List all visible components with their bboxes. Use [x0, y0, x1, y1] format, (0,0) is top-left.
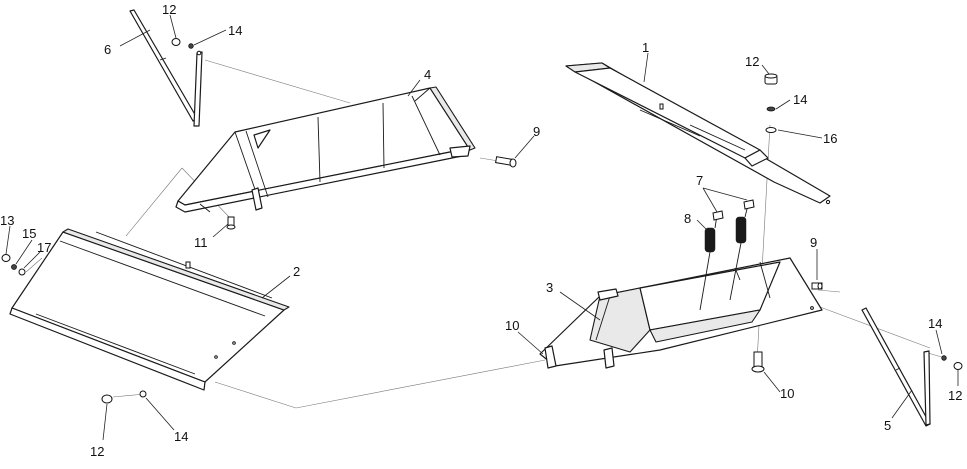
washer-16 — [765, 127, 777, 133]
callout-17: 17 — [37, 240, 51, 255]
callout-3: 3 — [546, 280, 553, 295]
part-6-link — [129, 9, 203, 127]
callout-labels: 6 12 14 4 9 11 13 15 17 2 12 14 1 12 14 … — [0, 2, 962, 459]
callout-12-bottom-left: 12 — [90, 444, 104, 459]
callout-10-lower: 10 — [780, 386, 794, 401]
washer-14-top-left — [188, 43, 194, 49]
springs — [699, 204, 749, 311]
callout-16: 16 — [823, 131, 837, 146]
callout-14-top-left: 14 — [228, 23, 242, 38]
callout-4: 4 — [424, 67, 431, 82]
callout-10-left: 10 — [505, 318, 519, 333]
part-5-link — [861, 307, 931, 427]
callout-14-bottom-right: 14 — [928, 316, 942, 331]
nut-12-bottom-left — [101, 394, 113, 404]
callout-14-top-right: 14 — [793, 92, 807, 107]
callout-1: 1 — [642, 40, 649, 55]
nut-12-bottom-right — [953, 362, 963, 370]
washer-15 — [11, 264, 17, 270]
part-4-frame — [175, 86, 476, 213]
washer-14-bottom-right — [941, 355, 947, 361]
part-2-panel — [9, 228, 290, 391]
part-1-channel — [565, 62, 831, 205]
nut-13 — [1, 254, 11, 262]
washer-14-bottom-left — [139, 390, 147, 398]
callout-12-top-left: 12 — [162, 2, 176, 17]
callout-9-lower: 9 — [810, 235, 817, 250]
bolt-11 — [226, 216, 236, 230]
nut-12-top-left — [171, 38, 181, 46]
callout-12-top-right: 12 — [745, 54, 759, 69]
bolt-10-lower — [751, 351, 765, 373]
hook-7-left — [712, 210, 724, 221]
leader-lines — [5, 14, 959, 441]
washer-17 — [18, 268, 26, 276]
callout-15: 15 — [22, 226, 36, 241]
callout-12-bottom-right: 12 — [948, 388, 962, 403]
callout-8: 8 — [684, 211, 691, 226]
callout-7: 7 — [696, 173, 703, 188]
bolt-9-lower — [811, 282, 823, 290]
hook-7-right — [743, 199, 755, 210]
nut-12-top-right — [764, 73, 778, 85]
hardware — [1, 38, 963, 404]
spring-right — [729, 204, 749, 301]
callout-14-bottom-left: 14 — [174, 429, 188, 444]
callout-9-upper: 9 — [533, 124, 540, 139]
spring-left — [699, 214, 718, 311]
callout-6: 6 — [104, 42, 111, 57]
bolt-9-upper — [495, 156, 517, 168]
callout-5: 5 — [884, 418, 891, 433]
callout-11: 11 — [194, 235, 208, 250]
callout-2: 2 — [293, 264, 300, 279]
part-3-tray — [539, 257, 823, 369]
callout-13: 13 — [0, 213, 14, 228]
washer-14-top-right — [766, 106, 776, 112]
